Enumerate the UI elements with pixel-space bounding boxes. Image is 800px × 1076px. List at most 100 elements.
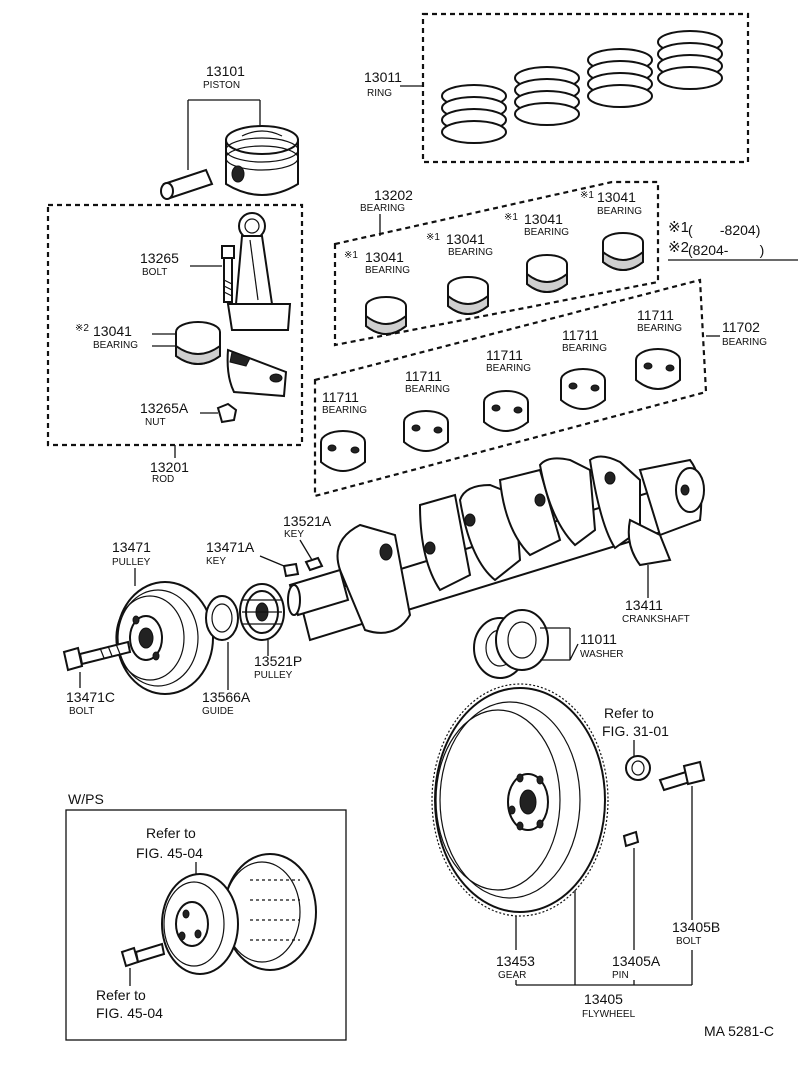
ring-group: 13011 RING — [364, 12, 750, 164]
flywheel — [434, 687, 606, 913]
thrust-washer-2 — [495, 609, 549, 671]
flywheel-number: 13405 — [584, 991, 623, 1007]
ps-pulley-inner — [161, 873, 239, 975]
main-bearing-1-name: BEARING — [322, 405, 367, 416]
conrod-bearing-2-name: BEARING — [448, 247, 493, 258]
timing-pulley-number: 13521P — [254, 653, 302, 669]
conrod-bearing-1-number: 13041 — [365, 249, 404, 265]
conrod-bearing-number: 13041 — [93, 323, 132, 339]
conrod-bearing-3-mark: ※1 — [504, 212, 518, 223]
crank-key — [304, 556, 324, 572]
legend-mark1-range: ( -8204) — [688, 222, 760, 238]
fig31-ref-line1: Refer to — [604, 705, 654, 721]
conrod-bearing-shell-1 — [365, 296, 407, 335]
conrod-bearing-shell-2 — [447, 276, 489, 315]
main-bearing-3-number: 11711 — [486, 347, 523, 363]
flywheel-bolt-name: BOLT — [676, 936, 701, 947]
piston-number: 13101 — [206, 63, 245, 79]
piston-body — [225, 125, 299, 196]
rod-cap — [226, 348, 288, 398]
conrod-bearing-mark2: ※2 — [75, 323, 89, 334]
rod-bolt — [221, 245, 235, 303]
pilot-bearing — [625, 755, 651, 781]
piston-pin — [160, 168, 214, 200]
rod-box: 13265 BOLT ※2 13041 BEARING 1326 — [46, 203, 304, 485]
flywheel-bolt-number: 13405B — [672, 919, 720, 935]
wps-box: W/PS Refer to FIG. 45-04 Refer to FIG. 4… — [65, 791, 347, 1041]
ring-gear-name: GEAR — [498, 970, 526, 981]
crankshaft-nose — [287, 568, 350, 617]
rod-nut-name: NUT — [145, 417, 166, 428]
flywheel-pin-number: 13405A — [612, 953, 661, 969]
pulley-bolt-number: 13471C — [66, 689, 115, 705]
piston-ring-set-4 — [657, 30, 723, 90]
main-bearing-5-name: BEARING — [637, 323, 682, 334]
conrod-bearing-1-name: BEARING — [365, 265, 410, 276]
main-bearing-3-name: BEARING — [486, 363, 531, 374]
conrod-bearing-shell — [175, 321, 221, 365]
thrust-washer-name: WASHER — [580, 649, 624, 660]
pulley-key-name: KEY — [206, 556, 226, 567]
crankshaft-name: CRANKSHAFT — [622, 614, 690, 625]
guide-number: 13566A — [202, 689, 251, 705]
crank-pulley-group: 13471 PULLEY 13471C BOLT — [62, 539, 214, 717]
main-bearing-2-name: BEARING — [405, 384, 450, 395]
piston-ring-set-3 — [587, 48, 653, 108]
flywheel-name: FLYWHEEL — [582, 1009, 636, 1020]
ring-gear-number: 13453 — [496, 953, 535, 969]
flywheel-bolt — [658, 760, 706, 792]
conrod-bearing-2-number: 13041 — [446, 231, 485, 247]
rod-nut — [216, 402, 238, 424]
fig45-top-ref-line2: FIG. 45-04 — [136, 845, 203, 861]
piston-group: 13101 PISTON — [160, 63, 299, 200]
main-bearing-set-name: BEARING — [722, 337, 767, 348]
crankshaft: 13411 CRANKSHAFT — [287, 455, 705, 642]
rod-bolt-name: BOLT — [142, 267, 167, 278]
timing-pulley-name: PULLEY — [254, 670, 293, 681]
guide-washer — [205, 595, 239, 641]
legend: ※1 ( -8204) ※2 (8204- ) — [668, 219, 798, 261]
conrod-bearing-1-mark: ※1 — [344, 250, 358, 261]
main-bearing-shell-5 — [635, 348, 681, 390]
fig45-bottom-ref-line2: FIG. 45-04 — [96, 1005, 163, 1021]
fig31-ref-line2: FIG. 31-01 — [602, 723, 669, 739]
ring-number: 13011 — [364, 69, 402, 85]
main-bearing-4-number: 11711 — [562, 327, 599, 343]
conrod-bearing-shell-3 — [526, 254, 568, 293]
conrod-bearing-2-mark: ※1 — [426, 232, 440, 243]
bearing-set-upper-name: BEARING — [360, 203, 405, 214]
piston-ring-set-1 — [441, 84, 507, 144]
rod-bolt-number: 13265 — [140, 250, 179, 266]
conrod-bearing-box: 13202 BEARING ※1 13041 BEARING ※1 13041 … — [333, 180, 660, 347]
pulley-key-number: 13471A — [206, 539, 255, 555]
legend-mark2: ※2 — [668, 239, 689, 256]
crankshaft-number: 13411 — [625, 597, 663, 613]
ps-pulley-bolt — [120, 942, 166, 968]
conrod-bearing-4-mark: ※1 — [580, 190, 594, 201]
thrust-washer-number: 11011 — [580, 631, 617, 647]
crank-pulley — [115, 581, 214, 695]
pulley-bolt-name: BOLT — [69, 706, 94, 717]
crank-key-number: 13521A — [283, 513, 332, 529]
main-bearing-2-number: 11711 — [405, 368, 442, 384]
conrod-bearing-3-number: 13041 — [524, 211, 563, 227]
pulley-bolt — [62, 640, 132, 672]
pulley-name: PULLEY — [112, 557, 151, 568]
flywheel-pin-name: PIN — [612, 970, 629, 981]
conrod-bearing-shell-4 — [602, 232, 644, 271]
main-bearing-shell-1 — [320, 430, 366, 472]
main-bearing-shell-4 — [560, 368, 606, 410]
main-bearing-shell-3 — [483, 390, 529, 432]
ring-gear — [431, 683, 609, 917]
legend-mark1: ※1 — [668, 219, 689, 236]
conrod-bearing-name: BEARING — [93, 340, 138, 351]
thrust-washer-group: 11011 WASHER — [473, 609, 624, 679]
main-bearing-box: 11702 BEARING 11711 BEARING 11711 BEARIN… — [313, 278, 767, 498]
pulley-number: 13471 — [112, 539, 151, 555]
crank-key-name: KEY — [284, 529, 304, 540]
bearing-set-upper-number: 13202 — [374, 187, 413, 203]
keys: 13521A KEY 13471A KEY — [206, 513, 332, 578]
conrod-bearing-4-number: 13041 — [597, 189, 636, 205]
diagram-id: MA 5281-C — [704, 1023, 774, 1039]
